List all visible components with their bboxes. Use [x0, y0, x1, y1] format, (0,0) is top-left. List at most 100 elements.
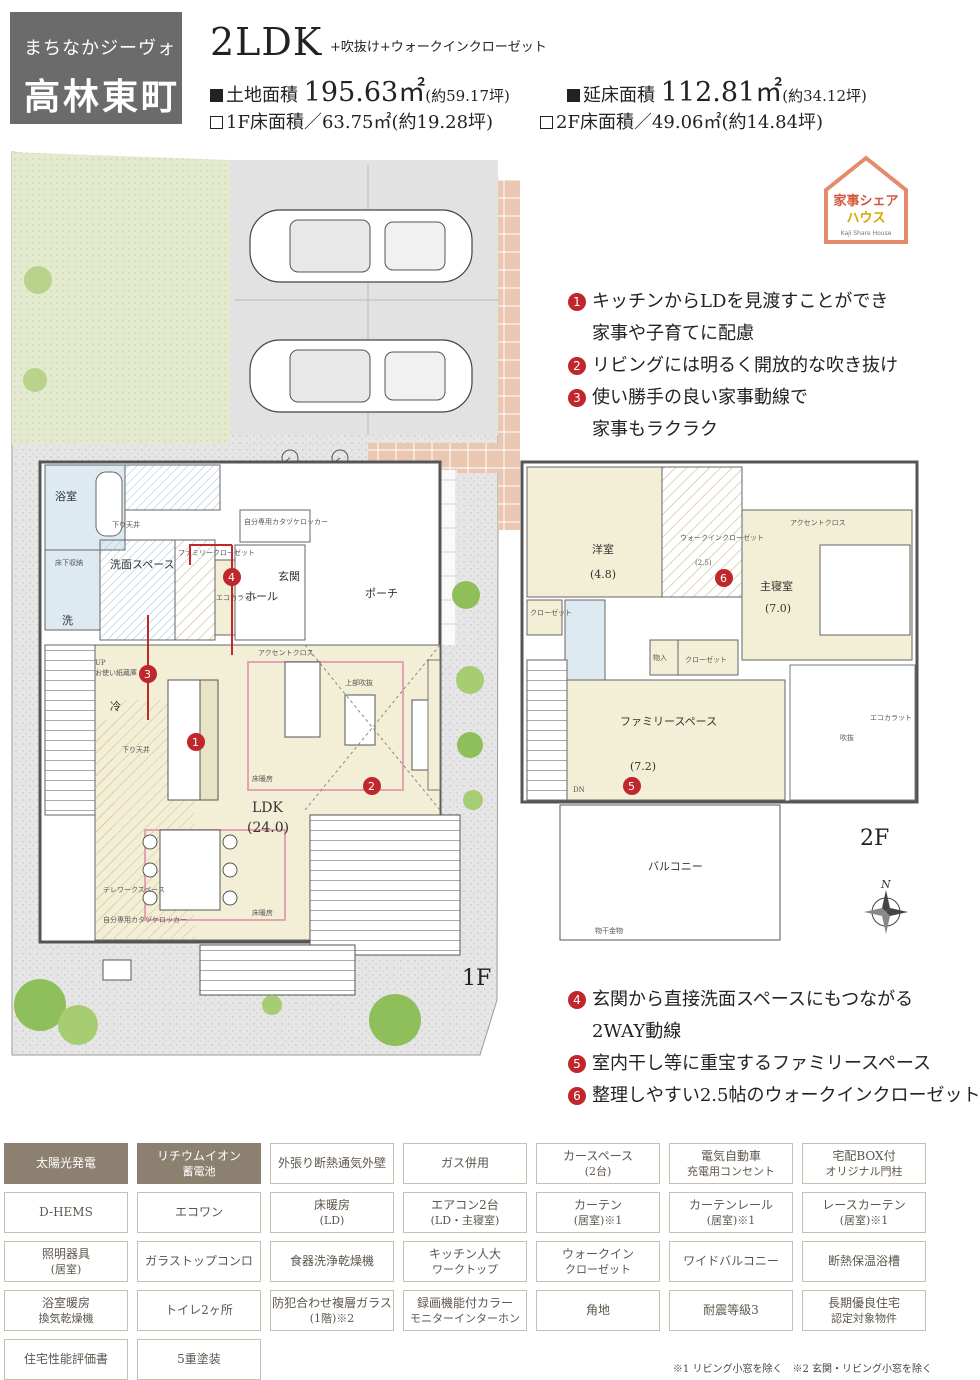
bath-label: 浴室	[55, 489, 77, 503]
master-bedroom-label: 主寝室	[760, 579, 793, 593]
feature-cell: 太陽光発電	[4, 1143, 128, 1184]
kaji-share-house-badge: 家事シェア ハウス Kaji Share House	[816, 150, 916, 250]
feature-label: キッチン人大	[428, 1246, 501, 1261]
second-floor-area: 2F床面積／49.06㎡(約14.84坪)	[540, 108, 823, 134]
feature-cell: 宅配BOX付オリジナル門柱	[802, 1143, 926, 1184]
svg-text:2: 2	[368, 780, 375, 793]
porch-label: ポーチ	[365, 587, 398, 600]
feature-sublabel: (1階)※2	[309, 1311, 355, 1325]
feature-cell: ワイドバルコニー	[669, 1241, 793, 1282]
svg-text:6: 6	[720, 572, 727, 585]
own-locker-label-2: 自分専用カタヅケロッカー	[103, 915, 187, 924]
feature-cell: 耐震等級3	[669, 1290, 793, 1331]
western-room-size: (4.8)	[590, 568, 616, 581]
family-space-size: (7.2)	[630, 760, 656, 773]
feature-sublabel: (居室)	[50, 1262, 82, 1276]
lawn-area	[12, 152, 230, 445]
plan-extra: +吹抜け+ウォークインクローゼット	[330, 40, 547, 55]
drop-ceiling-label: 下り天井	[112, 520, 140, 529]
footnote: ※1 リビング小窓を除く ※2 玄関・リビング小窓を除く	[672, 1364, 932, 1375]
wash-space-label: 洗面スペース	[110, 558, 175, 571]
feature-cell: トイレ2ヶ所	[137, 1290, 261, 1331]
badge-subtitle: ハウス	[846, 211, 885, 226]
feature-label: カースペース	[563, 1148, 633, 1163]
feature-cell: カーテン(居室)※1	[536, 1192, 660, 1233]
feature-sublabel: 認定対象物件	[831, 1311, 897, 1325]
wic-label: ウォークインクローゼット	[680, 533, 764, 542]
feature-label: 住宅性能評価書	[23, 1352, 108, 1366]
feature-sublabel: 蓄電池	[182, 1164, 216, 1178]
pantry-label: お使い紙蔵庫	[95, 668, 137, 677]
eco-carat-label-2f: エコカラット	[870, 714, 912, 722]
svg-text:5: 5	[628, 780, 635, 793]
feature-label: エコワン	[174, 1205, 223, 1219]
feature-sublabel: 換気乾燥機	[38, 1311, 94, 1325]
drop-ceiling-label-2: 下り天井	[122, 745, 150, 754]
feature-label: 防犯合わせ複層ガラス	[272, 1295, 392, 1310]
feature-label: 耐震等級3	[703, 1303, 759, 1317]
closet-label: クローゼット	[530, 608, 572, 617]
land-area-value: 195.63㎡	[303, 77, 426, 108]
svg-text:3: 3	[144, 668, 151, 681]
feature-cell: 長期優良住宅認定対象物件	[802, 1290, 926, 1331]
feature-sublabel: 充電用コンセント	[687, 1164, 775, 1178]
wic-size: (2.5)	[695, 559, 712, 567]
family-space-label: ファミリースペース	[620, 715, 717, 728]
under-floor-storage-label: 床下収納	[55, 558, 83, 567]
feature-label: カーテンレール	[688, 1197, 773, 1212]
empty-square-icon	[540, 116, 553, 129]
feature-label: 太陽光発電	[35, 1156, 96, 1170]
feature-cell: 浴室暖房換気乾燥機	[4, 1290, 128, 1331]
point-continuation: 家事や子育てに配慮	[592, 323, 754, 344]
entrance-label: 玄関	[278, 569, 300, 583]
storage-label: 物入	[653, 653, 667, 662]
upper-void-label: 上部吹抜	[345, 678, 373, 687]
floor-heating-label: 床暖房	[252, 774, 273, 783]
north-label: N	[880, 878, 891, 891]
feature-label: 角地	[585, 1303, 610, 1317]
car-icon	[249, 339, 473, 413]
feature-cell: ウォークインクローゼット	[536, 1241, 660, 1282]
feature-cell: ガラストップコンロ	[137, 1241, 261, 1282]
tree-icon	[14, 266, 484, 1046]
ldk-label: LDK	[252, 800, 284, 816]
hall-label: ホール	[245, 590, 278, 603]
project-subtitle: まちなかジーヴォ	[24, 38, 176, 59]
feature-cell: リチウムイオン蓄電池	[137, 1143, 261, 1184]
marker-5: 5	[623, 777, 641, 795]
feature-sublabel: クローゼット	[565, 1262, 631, 1276]
feature-cell: ガス併用	[403, 1143, 527, 1184]
feature-cell: 角地	[536, 1290, 660, 1331]
feature-cell: 外張り断熱通気外壁	[270, 1143, 394, 1184]
accent-cloth-label: アクセントクロス	[258, 649, 314, 657]
floor-area-value: 112.81㎡	[660, 77, 783, 108]
feature-label: リチウムイオン	[156, 1148, 241, 1163]
brick-path	[498, 180, 520, 530]
feature-sublabel: オリジナル門柱	[825, 1164, 903, 1178]
feature-label: レースカーテン	[822, 1197, 906, 1212]
feature-label: トイレ2ヶ所	[165, 1303, 233, 1317]
marker-1: 1	[187, 733, 205, 751]
feature-label: 浴室暖房	[41, 1295, 90, 1310]
feature-cell: 防犯合わせ複層ガラス(1階)※2	[270, 1290, 394, 1331]
ldk-size: (24.0)	[247, 820, 289, 836]
first-floor-area: 1F床面積／63.75㎡(約19.28坪)	[210, 108, 493, 134]
feature-label: ウォークイン	[561, 1246, 634, 1261]
own-locker-label: 自分専用カタヅケロッカー	[244, 517, 328, 526]
void-label: 吹抜	[840, 733, 854, 742]
empty-square-icon	[210, 116, 223, 129]
floor-heating-label-2: 床暖房	[252, 908, 273, 917]
western-room-label: 洋室	[592, 542, 614, 556]
feature-label: 外張り断熱通気外壁	[277, 1156, 386, 1170]
feature-sublabel: (居室)※1	[839, 1213, 889, 1227]
feature-cell: エアコン2台(LD・主寝室)	[403, 1192, 527, 1233]
feature-sublabel: (LD)	[319, 1213, 345, 1227]
feature-cell: 照明器具(居室)	[4, 1241, 128, 1282]
feature-cell: 電気自動車充電用コンセント	[669, 1143, 793, 1184]
second-floor-label: 2F	[860, 826, 889, 851]
